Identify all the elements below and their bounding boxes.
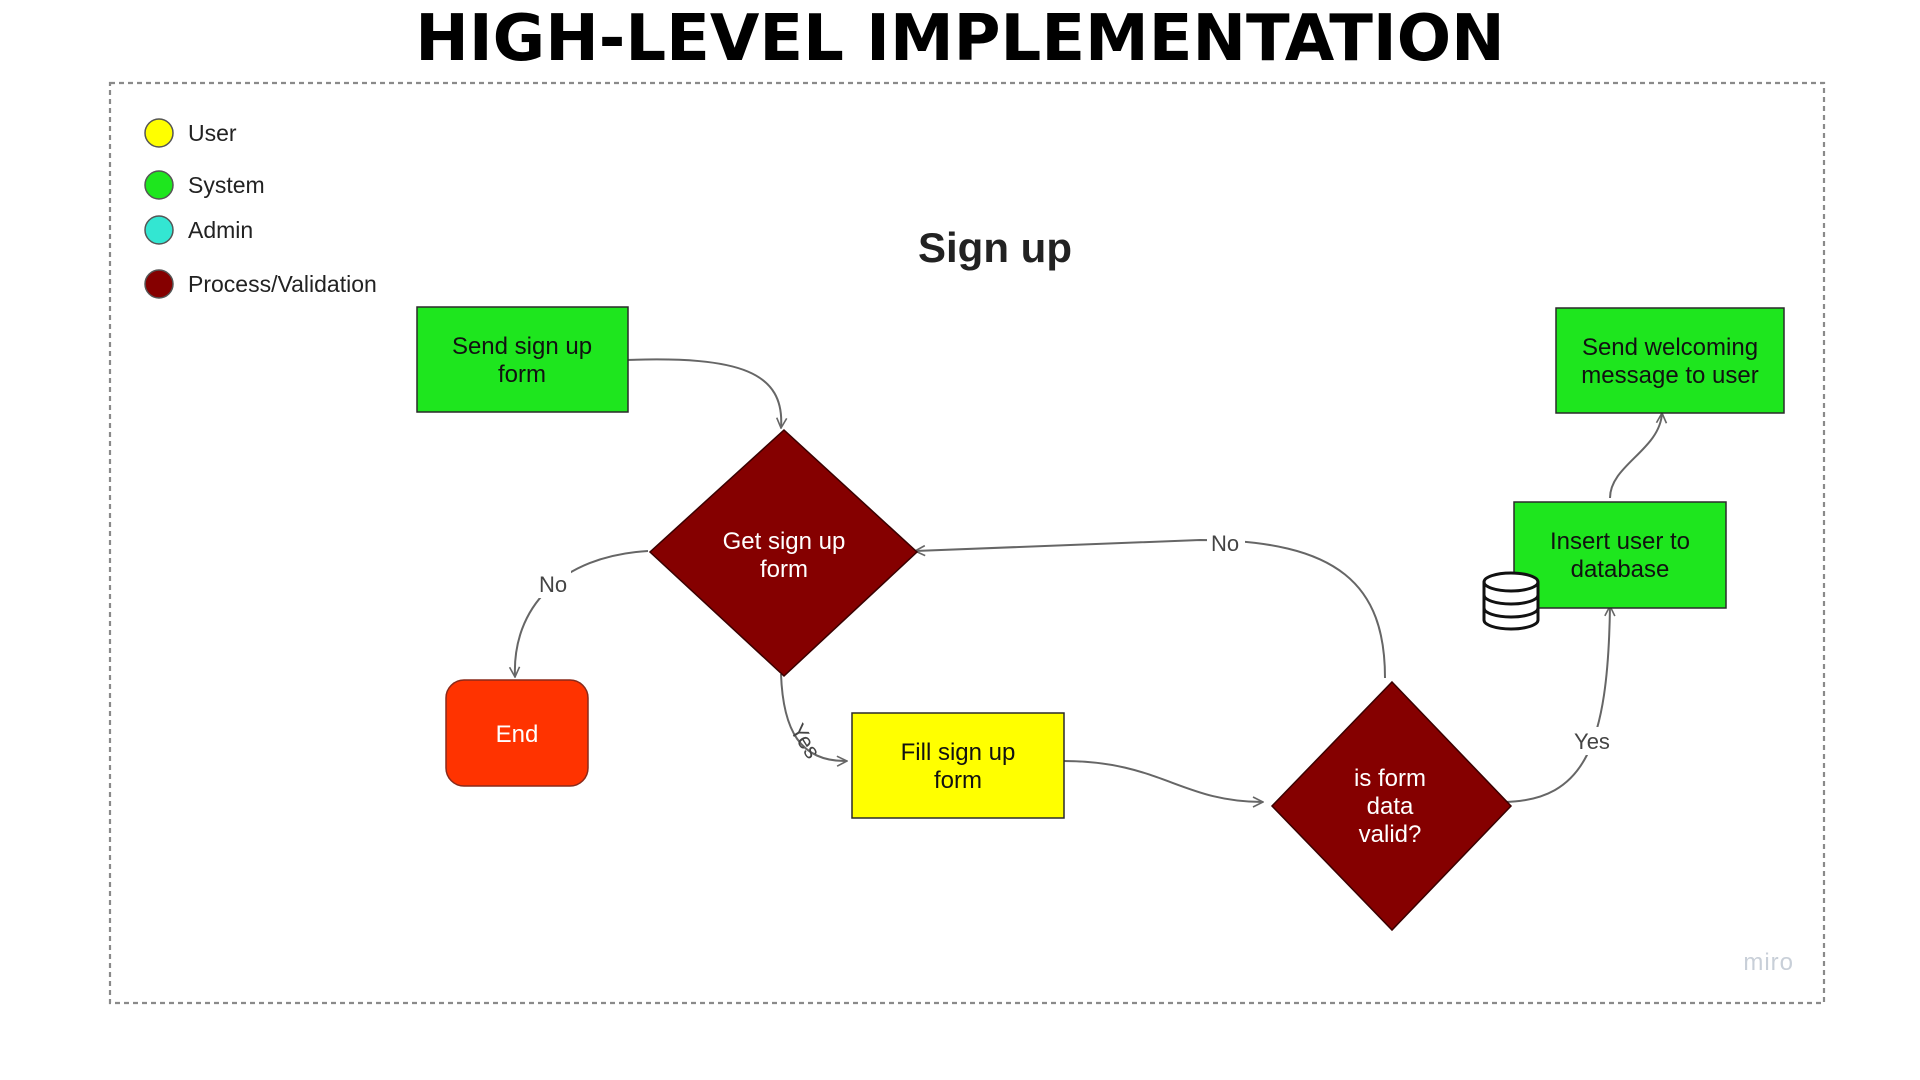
edge-send-to-get <box>625 358 781 428</box>
node-shape-end <box>445 679 589 787</box>
legend-item-user: User <box>144 118 237 148</box>
node-label-send-welcome-2: message to user <box>1581 362 1758 389</box>
legend-swatch-process <box>144 269 174 299</box>
miro-watermark: miro <box>1743 949 1794 976</box>
legend-swatch-user <box>144 118 174 148</box>
page-title: HIGH-LEVEL IMPLEMENTATION <box>415 2 1505 76</box>
node-shape-fill-form <box>851 712 1065 819</box>
node-shape-get-form <box>648 428 919 678</box>
legend-label-system: System <box>188 172 265 198</box>
legend-swatch-system <box>144 170 174 200</box>
legend-item-process: Process/Validation <box>144 269 377 299</box>
legend-item-admin: Admin <box>144 215 253 245</box>
database-icon <box>1482 571 1540 631</box>
node-end: End <box>445 679 589 787</box>
node-label-end: End <box>496 721 539 748</box>
edge-label-no-loop: No <box>1211 531 1239 556</box>
legend-label-user: User <box>188 120 237 146</box>
edge-label-bg-yes-insert <box>1570 727 1614 755</box>
edge-label-bg-no-loop <box>1207 529 1245 557</box>
node-label-is-valid-3: valid? <box>1359 821 1422 848</box>
edge-label-bg-no-end <box>535 570 571 598</box>
node-fill-sign-up-form: Fill sign up form <box>851 712 1065 819</box>
node-label-fill-form-2: form <box>934 767 982 794</box>
node-insert-user-to-database: Insert user to database <box>1513 501 1727 609</box>
edge-label-yes-insert: Yes <box>1574 729 1610 754</box>
node-label-is-valid-2: data <box>1367 793 1414 820</box>
node-shape-send-welcome <box>1555 307 1785 414</box>
node-label-insert-user-2: database <box>1571 556 1670 583</box>
diagram-title: Sign up <box>918 224 1072 271</box>
edge-valid-to-insert <box>1504 606 1610 803</box>
legend-label-process: Process/Validation <box>188 271 377 297</box>
node-get-sign-up-form: Get sign up form <box>648 428 919 678</box>
legend: User System Admin Process/Validation <box>144 118 377 299</box>
node-label-insert-user-1: Insert user to <box>1550 528 1690 555</box>
edge-label-no-end: No <box>539 572 567 597</box>
node-send-sign-up-form: Send sign up form <box>416 306 629 413</box>
edge-fill-to-valid <box>1059 759 1263 802</box>
node-send-welcoming-message: Send welcoming message to user <box>1555 307 1785 414</box>
legend-swatch-admin <box>144 215 174 245</box>
node-label-send-form-1: Send sign up <box>452 333 592 360</box>
node-label-fill-form-1: Fill sign up <box>901 739 1016 766</box>
node-label-send-welcome-1: Send welcoming <box>1582 334 1758 361</box>
node-label-send-form-2: form <box>498 361 546 388</box>
node-is-form-data-valid: is form data valid? <box>1270 680 1513 932</box>
node-shape-insert-user <box>1513 501 1727 609</box>
edge-get-to-fill <box>780 673 847 761</box>
node-label-get-form-1: Get sign up <box>723 528 846 555</box>
node-shape-is-valid <box>1270 680 1513 932</box>
legend-item-system: System <box>144 170 265 200</box>
node-label-get-form-2: form <box>760 556 808 583</box>
edge-insert-to-welcome <box>1609 413 1662 499</box>
node-label-is-valid-1: is form <box>1354 765 1426 792</box>
legend-label-admin: Admin <box>188 217 253 243</box>
node-shape-send-form <box>416 306 629 413</box>
